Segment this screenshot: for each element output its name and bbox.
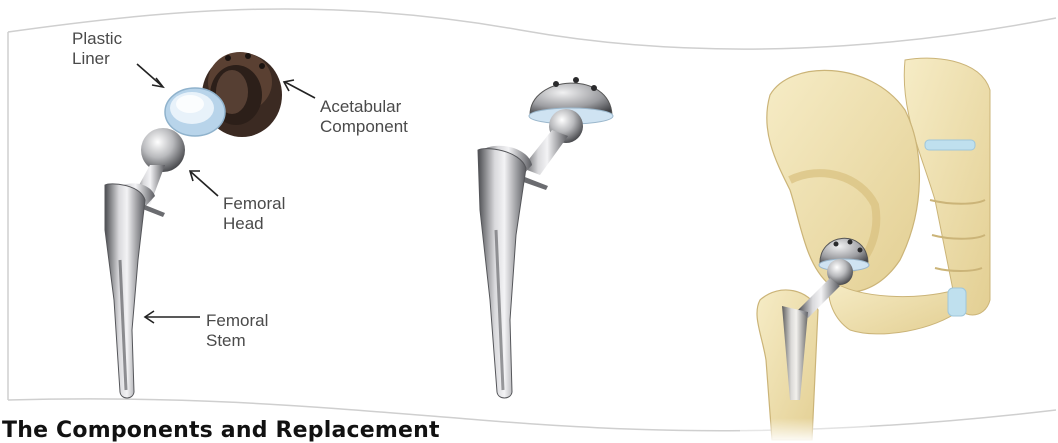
arrow-femoral-head — [190, 171, 218, 196]
arrow-femoral-stem — [145, 311, 200, 323]
femoral-stem — [105, 165, 165, 398]
pelvis-with-implant — [740, 58, 990, 443]
label-femoral-stem: Femoral Stem — [206, 311, 268, 351]
label-plastic-liner: Plastic Liner — [72, 29, 122, 69]
label-acetabular-component: Acetabular Component — [320, 97, 408, 137]
assembled-implant — [478, 77, 613, 398]
frame-top-border — [8, 9, 1056, 49]
arrow-plastic-liner — [137, 64, 163, 87]
label-femoral-head: Femoral Head — [223, 194, 285, 234]
arrow-acetabular-component — [284, 80, 315, 98]
plastic-liner — [165, 88, 225, 136]
figure-caption: The Components and Replacement — [2, 418, 440, 443]
